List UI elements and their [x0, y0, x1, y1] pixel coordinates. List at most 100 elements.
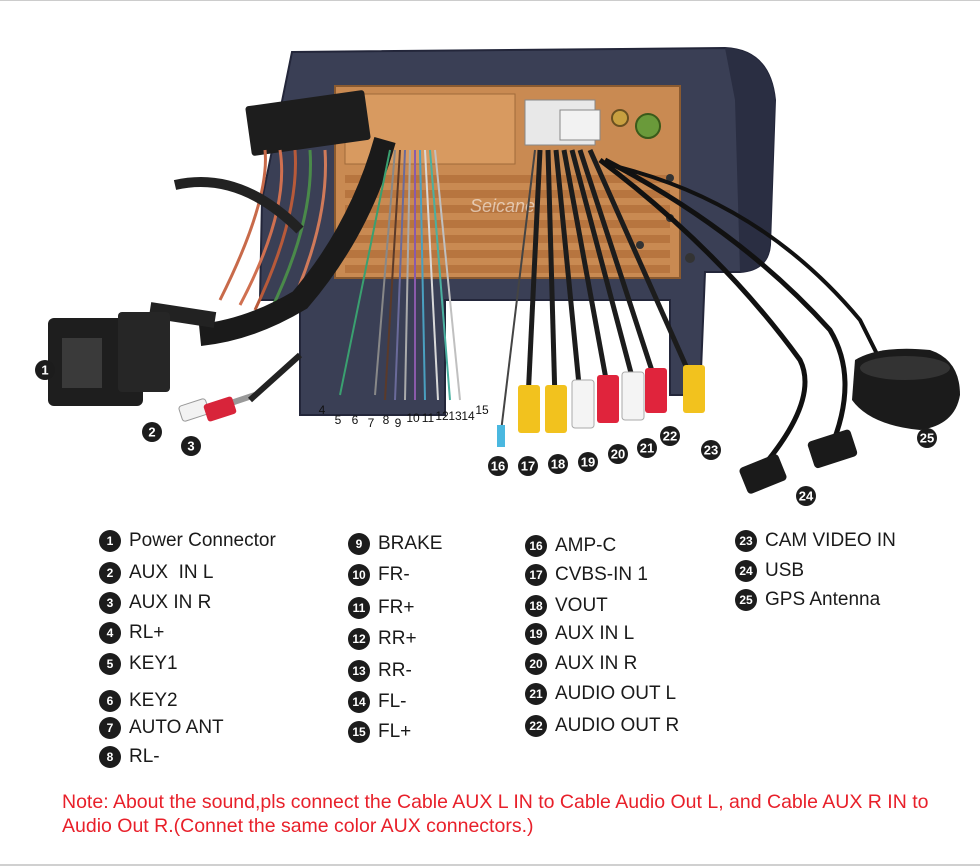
legend-label: FR-	[378, 564, 410, 585]
callout-number: 18	[551, 457, 565, 472]
power-connector	[48, 312, 170, 406]
pin-label: 9	[395, 416, 402, 430]
legend-label: VOUT	[555, 595, 608, 616]
pin-number-labels: 4 5 6 7 8 9 10 11 12 13 14 15	[319, 403, 489, 430]
legend-label: GPS Antenna	[765, 589, 881, 610]
legend-label: AUDIO OUT L	[555, 683, 677, 704]
legend-number: 8	[99, 746, 121, 768]
legend-label: USB	[765, 560, 805, 581]
pin-label: 14	[461, 409, 475, 423]
legend-item: 15 FL+	[348, 721, 411, 743]
legend-number: 1	[99, 530, 121, 552]
legend-item: 4 RL+	[99, 622, 164, 644]
heatsink-fins	[345, 175, 670, 273]
legend-number: 3	[99, 592, 121, 614]
legend-label: AUTO ANT	[129, 717, 224, 738]
callout-number: 19	[581, 455, 595, 470]
legend-number: 2	[99, 562, 121, 584]
legend-item: 11 FR+	[348, 597, 414, 619]
legend-number: 17	[525, 564, 547, 586]
speaker-wires	[339, 149, 461, 401]
main-harness	[148, 90, 396, 346]
pin-label: 12	[435, 409, 449, 423]
pin-label: 10	[406, 411, 420, 425]
callout-number: 24	[799, 489, 814, 504]
legend-label: FL-	[378, 691, 407, 712]
legend-number: 6	[99, 690, 121, 712]
legend-number: 4	[99, 622, 121, 644]
legend-label: AUX IN R	[129, 592, 212, 613]
pin-label: 5	[335, 413, 342, 427]
legend-item: 20 AUX IN R	[525, 653, 637, 675]
callout-number: 16	[491, 459, 505, 474]
legend-number: 14	[348, 691, 370, 713]
legend-label: AUX IN R	[555, 653, 638, 674]
legend-label: RL+	[129, 622, 165, 643]
legend-item: 8 RL-	[99, 746, 160, 768]
legend-number: 16	[525, 535, 547, 557]
legend-number: 20	[525, 653, 547, 675]
aux-in-rca-plugs	[178, 352, 303, 422]
legend-label: KEY1	[129, 653, 178, 674]
legend-label: FR+	[378, 597, 415, 618]
legend-label: FL+	[378, 721, 412, 742]
legend-item: 18 VOUT	[525, 595, 608, 617]
legend-number: 15	[348, 721, 370, 743]
sound-note: Note: About the sound,pls connect the Ca…	[62, 791, 929, 837]
callout-badges: 1 2 3 16 17 18 19 20 21 22 23 24 25	[35, 360, 937, 506]
rca-cable-bundle	[499, 148, 882, 472]
legend-item: 14 FL-	[348, 691, 407, 713]
legend-item: 24 USB	[735, 560, 804, 582]
legend-item: 19 AUX IN L	[525, 623, 634, 645]
legend-label: AMP-C	[555, 535, 617, 556]
legend-number: 19	[525, 623, 547, 645]
legend-label: BRAKE	[378, 533, 443, 554]
legend-item: 9 BRAKE	[348, 533, 442, 555]
bottom-divider	[0, 864, 980, 866]
pin-label: 7	[368, 416, 375, 430]
legend-item: 25 GPS Antenna	[735, 589, 880, 611]
legend-label: RL-	[129, 746, 160, 767]
legend-item: 6 KEY2	[99, 690, 178, 712]
pin-label: 6	[352, 413, 359, 427]
legend-number: 21	[525, 683, 547, 705]
legend-number: 25	[735, 589, 757, 611]
callout-number: 23	[704, 443, 718, 458]
legend-number: 23	[735, 530, 757, 552]
pin-label: 13	[448, 409, 462, 423]
legend-item: 22 AUDIO OUT R	[525, 715, 679, 737]
top-divider	[0, 0, 980, 1]
callout-number: 22	[663, 429, 677, 444]
legend-item: 21 AUDIO OUT L	[525, 683, 676, 705]
legend-item: 3 AUX IN R	[99, 592, 211, 614]
callout-number: 20	[611, 447, 625, 462]
legend-number: 5	[99, 653, 121, 675]
gps-antenna	[852, 348, 960, 430]
legend-number: 9	[348, 533, 370, 555]
legend-label: AUDIO OUT R	[555, 715, 680, 736]
legend-label: RR-	[378, 660, 412, 681]
pin-label: 15	[475, 403, 489, 417]
legend-label: RR+	[378, 628, 417, 649]
legend-number: 22	[525, 715, 547, 737]
watermark-text: Seicane	[470, 196, 535, 216]
legend-label: KEY2	[129, 690, 178, 711]
wiring-diagram: Seicane	[35, 46, 960, 506]
legend-number: 18	[525, 595, 547, 617]
legend-label: AUX IN L	[555, 623, 635, 644]
usb-connectors	[739, 429, 858, 494]
callout-number: 2	[148, 425, 155, 440]
legend-number: 24	[735, 560, 757, 582]
legend-item: 16 AMP-C	[525, 535, 616, 557]
pin-label: 4	[319, 403, 326, 417]
legend-number: 11	[348, 597, 370, 619]
callout-number: 3	[187, 439, 194, 454]
